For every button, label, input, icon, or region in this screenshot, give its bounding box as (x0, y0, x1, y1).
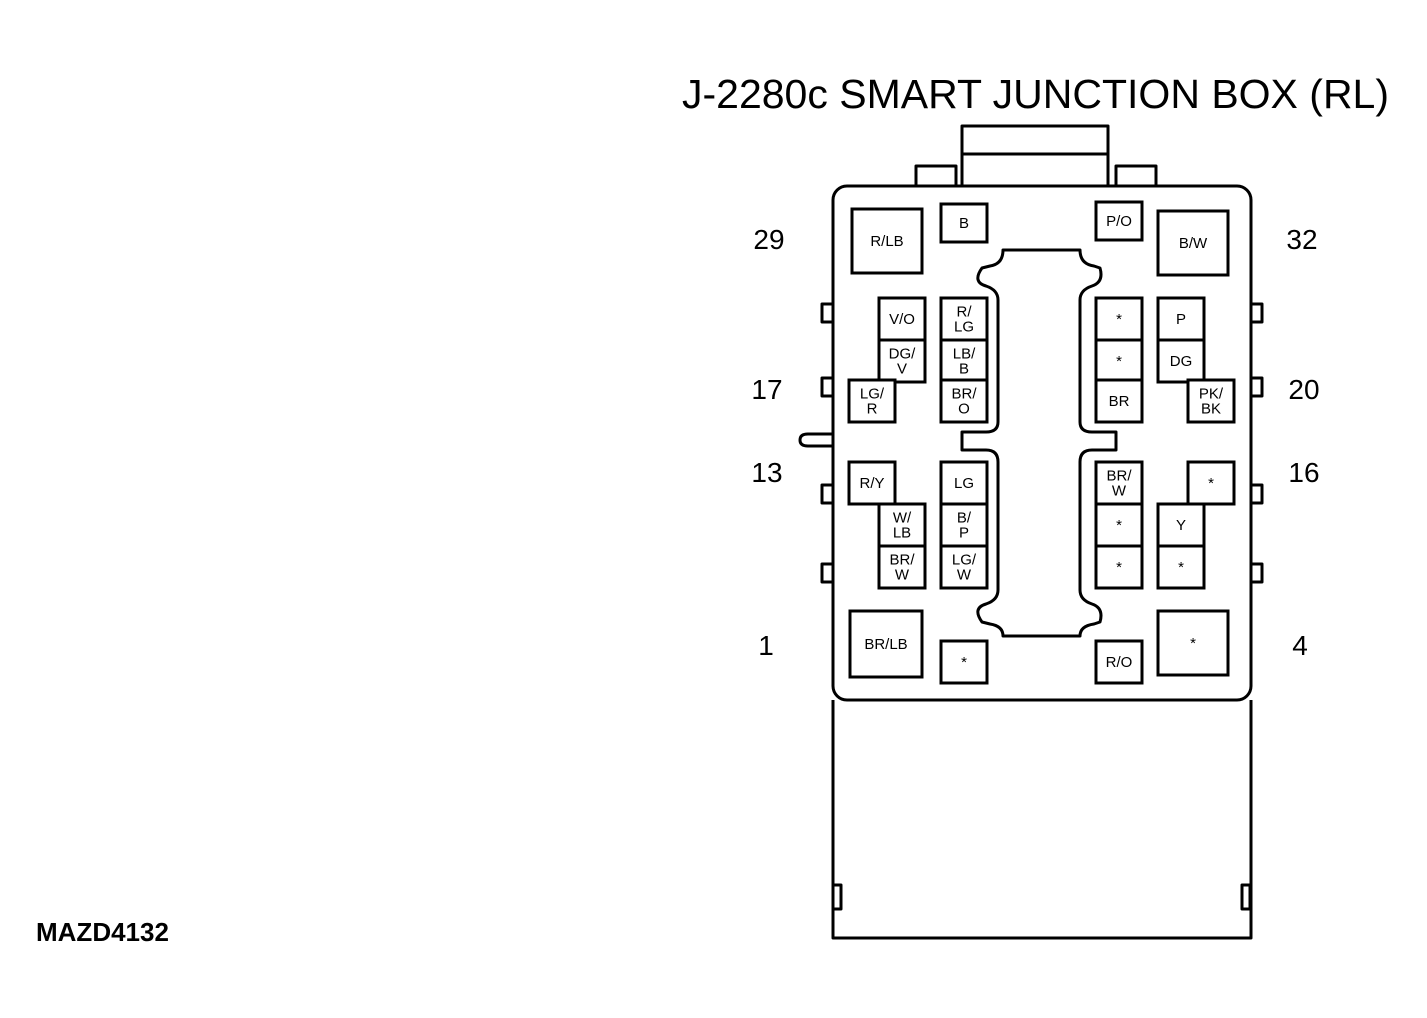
wire-color-label: R/O (1106, 654, 1133, 671)
figure-code: MAZD4132 (36, 917, 169, 947)
terminal-cavity: LG/W (939, 544, 989, 590)
wire-color-label: * (1116, 353, 1122, 370)
terminal-cavity: R/O (1094, 639, 1144, 685)
pin-number-16: 16 (1288, 457, 1319, 488)
pin-number-29: 29 (753, 224, 784, 255)
pin-number-1: 1 (758, 630, 774, 661)
terminal-cavity: * (1094, 338, 1144, 384)
wire-color-label: B/P (957, 510, 972, 542)
terminal-cavity: * (1186, 460, 1236, 506)
terminal-cavity: P/O (1094, 200, 1144, 242)
pin-number-32: 32 (1286, 224, 1317, 255)
terminal-cavity: * (1094, 296, 1144, 342)
wire-color-label: DG (1170, 353, 1193, 370)
wire-color-label: W/LB (893, 510, 912, 542)
terminal-cavity: LB/B (939, 338, 989, 384)
wire-color-label: * (1208, 475, 1214, 492)
wire-color-label: R/LB (870, 233, 903, 250)
terminal-cavity: BR/O (939, 378, 989, 424)
wire-color-label: * (1116, 311, 1122, 328)
terminal-cavity: * (1094, 502, 1144, 548)
pin-number-labels: 29 32 17 20 13 16 1 4 (751, 224, 1319, 661)
terminal-cavity: W/LB (877, 502, 927, 548)
pin-number-17: 17 (751, 374, 782, 405)
wire-color-label: R/LG (954, 304, 974, 336)
terminal-cavity: B/W (1156, 209, 1230, 277)
wire-color-label: B (959, 215, 969, 232)
wire-color-label: * (1178, 559, 1184, 576)
terminal-cavity: LG/R (847, 378, 897, 424)
wire-color-label: * (1190, 635, 1196, 652)
wire-color-label: BR (1109, 393, 1130, 410)
diagram-title: J-2280c SMART JUNCTION BOX (RL) (682, 71, 1389, 117)
wire-color-label: LB/B (953, 346, 976, 378)
connector-housing (798, 124, 1264, 940)
wire-color-label: * (1116, 559, 1122, 576)
wire-color-label: BR/LB (864, 636, 907, 653)
wire-color-label: * (1116, 517, 1122, 534)
wire-color-label: Y (1176, 517, 1186, 534)
terminal-cavity: * (1156, 544, 1206, 590)
terminal-cavity: P (1156, 296, 1206, 342)
terminal-cavity: V/O (877, 296, 927, 342)
wire-color-label: LG/W (952, 552, 977, 584)
terminal-cavity: R/Y (847, 460, 897, 506)
pin-number-20: 20 (1288, 374, 1319, 405)
terminal-cavity: PK/BK (1186, 378, 1236, 424)
wire-color-label: BR/O (951, 386, 977, 418)
wire-color-label: P (1176, 311, 1186, 328)
terminal-cavity: * (1156, 609, 1230, 677)
terminal-cavity: DG/V (877, 338, 927, 384)
wire-color-label: LG (954, 475, 974, 492)
wire-color-label: V/O (889, 311, 915, 328)
terminal-cavity: DG (1156, 338, 1206, 384)
terminal-cavity: BR/W (1094, 460, 1144, 506)
wire-color-label: BR/W (1106, 468, 1132, 500)
wire-color-label: BR/W (889, 552, 915, 584)
terminal-cavity: Y (1156, 502, 1206, 548)
terminal-cavity: BR/LB (848, 609, 924, 679)
terminal-cavity: * (939, 639, 989, 685)
wire-color-label: PK/BK (1199, 386, 1224, 418)
wire-color-label: B/W (1179, 235, 1208, 252)
pin-number-13: 13 (751, 457, 782, 488)
terminal-cavity: BR/W (877, 544, 927, 590)
pin-number-4: 4 (1292, 630, 1308, 661)
terminal-cavity: B/P (939, 502, 989, 548)
terminal-cavity: BR (1094, 378, 1144, 424)
terminal-cavity: * (1094, 544, 1144, 590)
wire-color-label: DG/V (889, 346, 917, 378)
terminal-cavity: LG (939, 460, 989, 506)
terminal-cavity: B (939, 202, 989, 244)
wire-color-label: P/O (1106, 213, 1132, 230)
wire-color-label: * (961, 654, 967, 671)
terminal-cavity: R/LG (939, 296, 989, 342)
wire-color-label: LG/R (860, 386, 885, 418)
terminal-cavity: R/LB (850, 207, 924, 275)
terminal-cavities: R/LB B P/O B/W V/O R/LG * P DG/V LB/B * DG LG/R BR/O B… (847, 200, 1236, 685)
wire-color-label: R/Y (859, 475, 884, 492)
